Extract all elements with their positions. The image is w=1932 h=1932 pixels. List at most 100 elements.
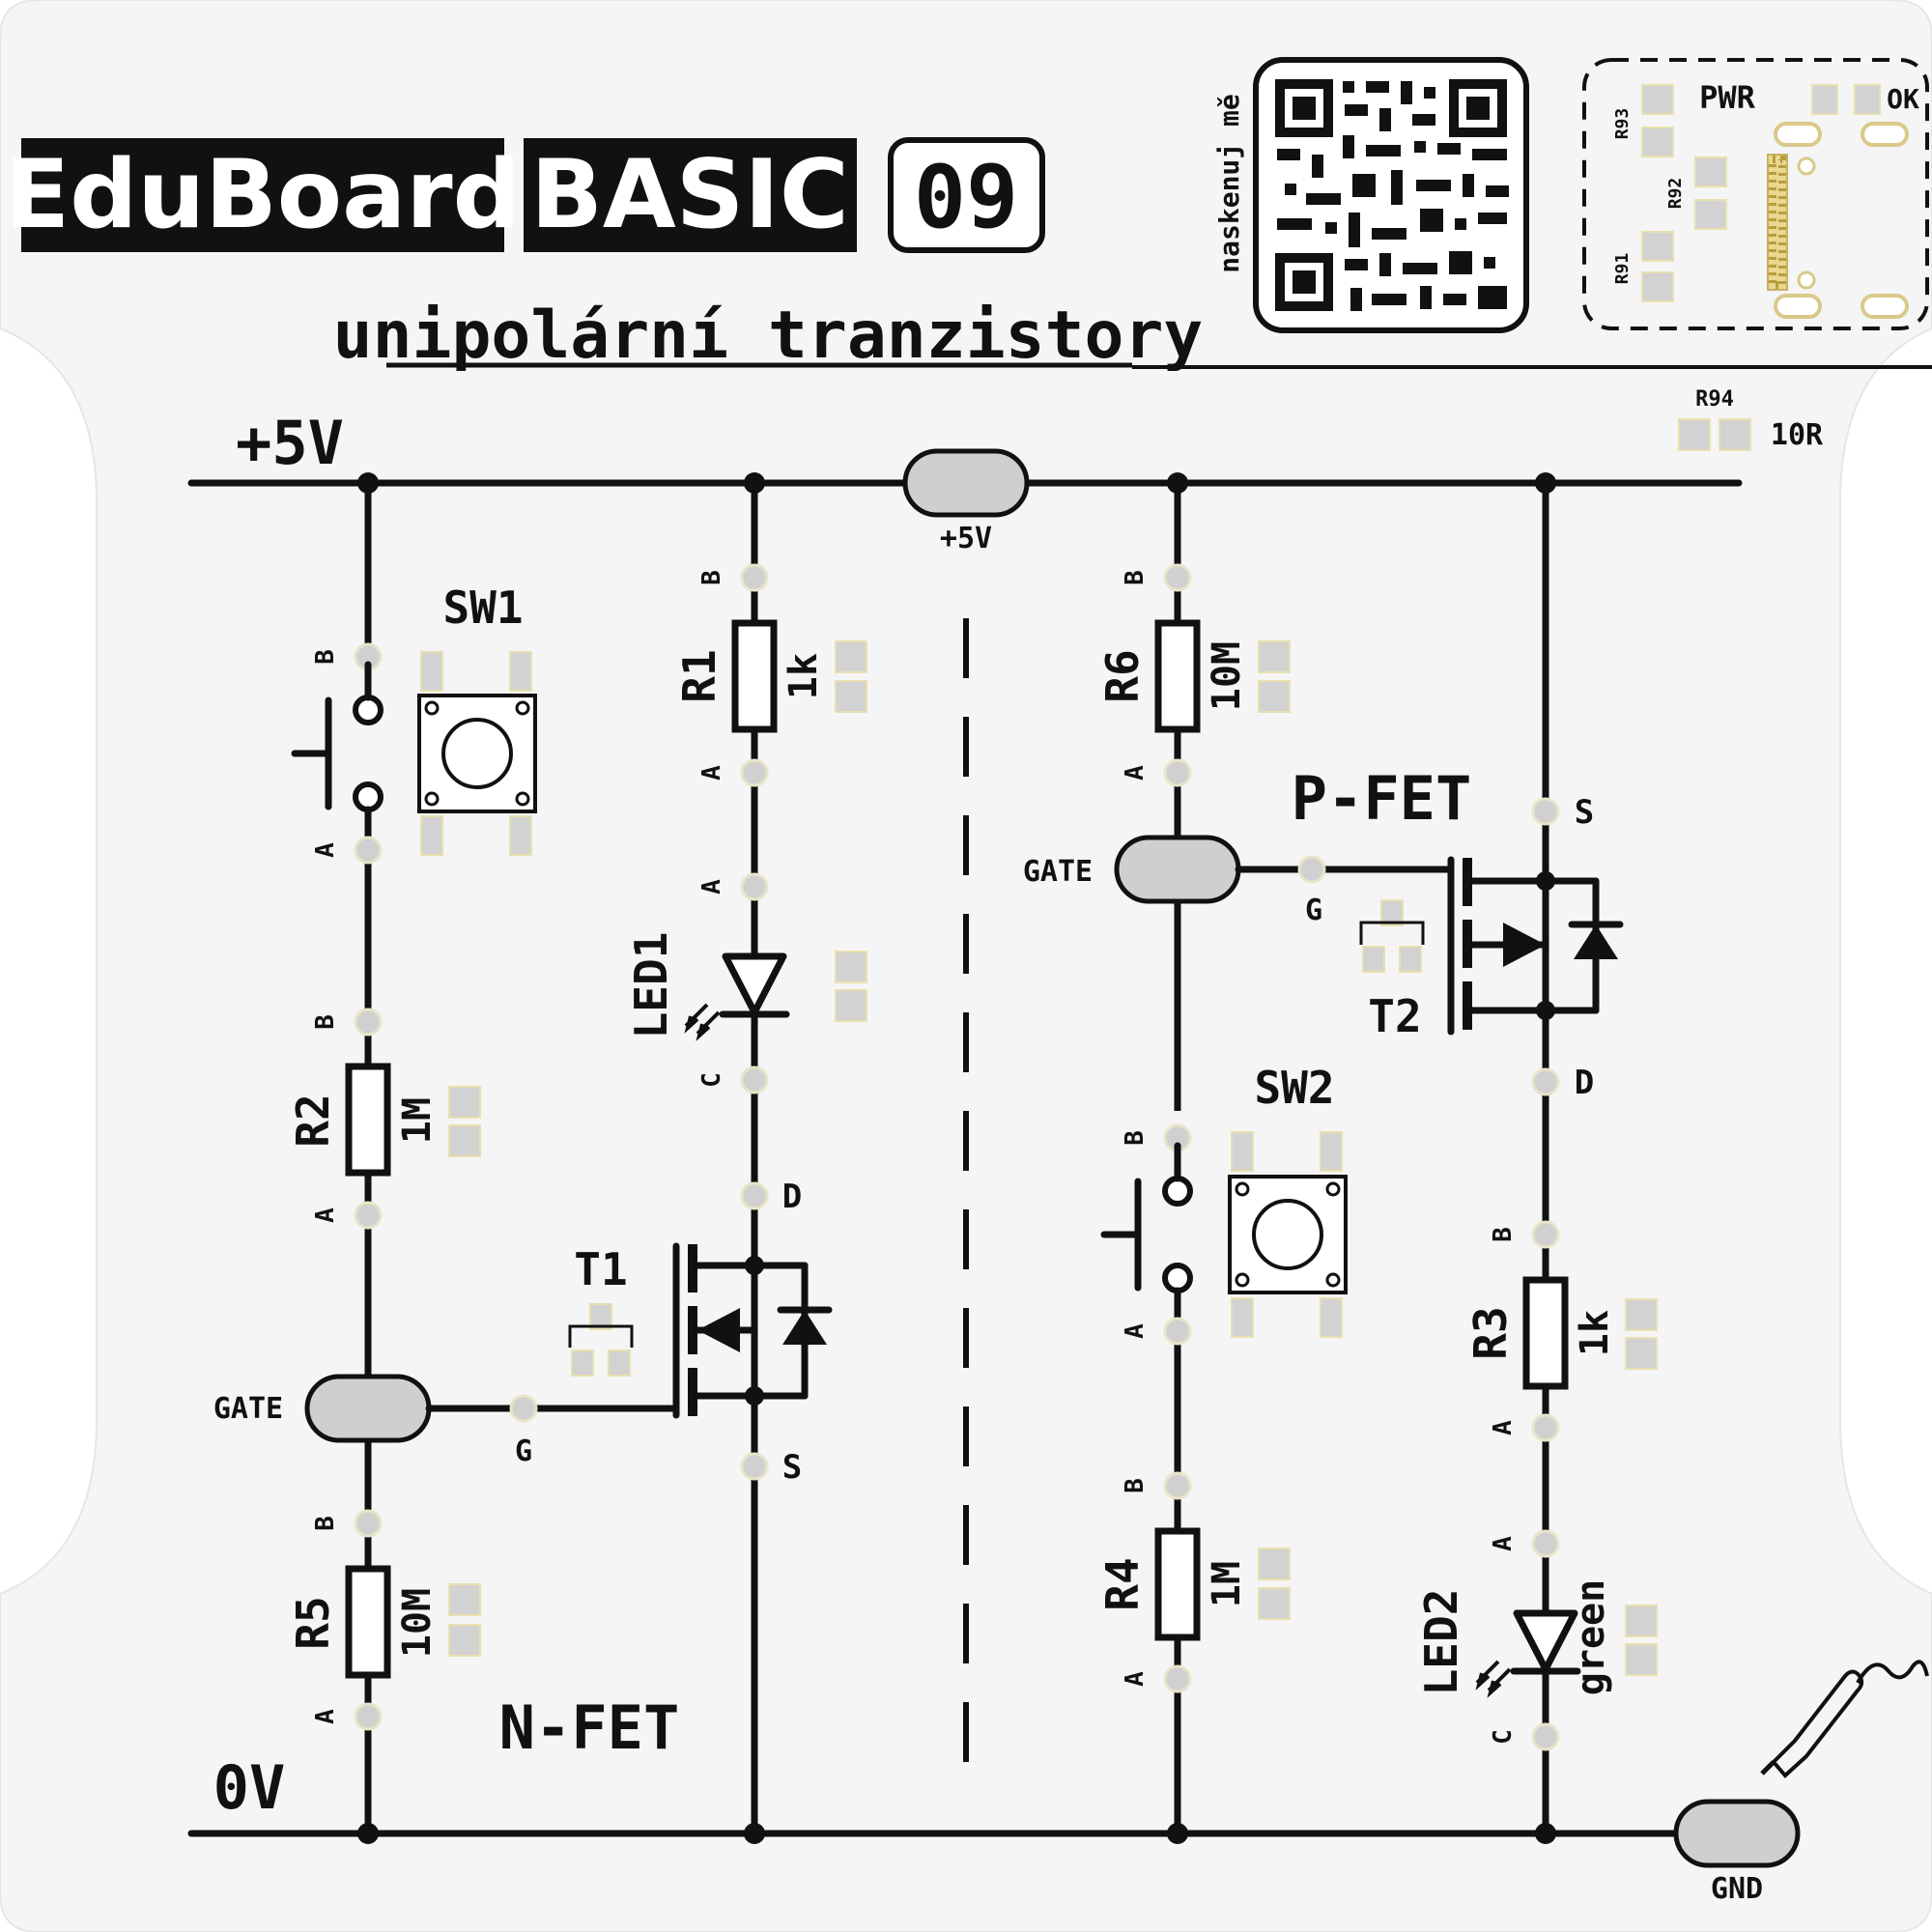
led1-label: LED1: [625, 932, 677, 1039]
jumper-gnd-label: GND: [1711, 1872, 1763, 1906]
pwr-label: PWR: [1699, 79, 1756, 116]
sw2-label: SW2: [1254, 1062, 1334, 1114]
r6-pin-a-label: A: [1121, 765, 1150, 781]
t1-pin-s: [740, 1452, 769, 1481]
sw1-contact-top: [353, 695, 384, 725]
r1-pin-a-label: A: [697, 765, 726, 781]
sw2-pin-a: [1163, 1317, 1192, 1346]
pwr-led-pad-2: [1854, 84, 1881, 115]
led2-pad-1: [1625, 1605, 1658, 1637]
series-text: BASIC: [530, 140, 849, 250]
r4-pin-b-label: B: [1121, 1478, 1150, 1493]
sw1-pin-a-label: A: [311, 842, 340, 858]
r3-pin-b: [1531, 1220, 1560, 1249]
t2-pin-g-label: G: [1305, 894, 1322, 927]
sw2-footprint[interactable]: [1228, 1131, 1348, 1338]
r3-pad-1: [1625, 1298, 1658, 1331]
sw1-footprint[interactable]: [417, 651, 537, 856]
ok-label: OK: [1887, 83, 1919, 115]
r5-label: R5: [287, 1596, 339, 1649]
r91-pad-2: [1641, 271, 1674, 302]
r5-value: 10M: [395, 1588, 440, 1658]
r4-body: [1154, 1527, 1201, 1641]
subtitle: unipolární tranzistory: [333, 298, 1204, 374]
t2-label: T2: [1368, 990, 1421, 1042]
r3-value: 1k: [1573, 1310, 1617, 1356]
r1-pin-b: [740, 563, 769, 592]
number-text: 09: [914, 147, 1018, 248]
t1-nfet-symbol: [672, 1242, 833, 1419]
pwr-block-outline: [1582, 58, 1929, 330]
jumper-5v[interactable]: [902, 448, 1030, 518]
led2-label: LED2: [1415, 1589, 1467, 1696]
t1-pin-g: [509, 1394, 538, 1423]
t2-pfet-symbol: [1447, 856, 1624, 1036]
node-dot: [1535, 1823, 1556, 1844]
gate-jumper-left[interactable]: [304, 1374, 432, 1443]
r3-pin-a-label: A: [1489, 1420, 1518, 1435]
led2-pin-a: [1531, 1529, 1560, 1558]
sw2-contact-bottom: [1162, 1263, 1193, 1293]
usb-connector-icon: [1767, 122, 1909, 319]
r2-pin-a: [354, 1201, 383, 1230]
t2-pin-g: [1297, 855, 1326, 884]
rail-top-label: +5V: [236, 408, 344, 478]
node-dot: [744, 472, 765, 494]
led1-pin-a: [740, 872, 769, 901]
jumper-5v-label: +5V: [940, 522, 992, 555]
sw1-pin-b-label: B: [311, 649, 340, 665]
r6-pad-1: [1258, 640, 1291, 673]
r6-label: R6: [1096, 649, 1149, 702]
led2-color: green: [1569, 1579, 1613, 1695]
jumper-gnd[interactable]: [1673, 1799, 1801, 1868]
led2-pad-2: [1625, 1643, 1658, 1676]
number-box: [888, 137, 1045, 253]
r1-value: 1k: [781, 653, 826, 699]
led2-pin-c: [1531, 1722, 1560, 1751]
r5-body: [345, 1565, 391, 1679]
r94-pad-1: [1678, 418, 1711, 451]
r2-pin-a-label: A: [311, 1208, 340, 1223]
r2-pin-b: [354, 1008, 383, 1037]
led2-pin-c-label: C: [1489, 1729, 1518, 1745]
node-dot: [1167, 472, 1188, 494]
led1-pin-c-label: C: [697, 1072, 726, 1088]
t2-footprint: [1359, 899, 1425, 973]
r1-body: [731, 619, 778, 733]
rail-bottom-label: 0V: [213, 1752, 286, 1823]
brand-box: [21, 138, 504, 252]
r5-pin-a-label: A: [311, 1709, 340, 1724]
r4-pin-a-label: A: [1121, 1671, 1150, 1687]
led1-pad-2: [835, 989, 867, 1022]
r3-body: [1522, 1276, 1569, 1390]
r1-pad-1: [835, 640, 867, 673]
pfet-label: P-FET: [1292, 763, 1472, 834]
gate-right-label: GATE: [1023, 855, 1093, 889]
r2-pad-2: [448, 1124, 481, 1157]
sw2-pin-b-label: B: [1121, 1130, 1150, 1146]
node-dot: [357, 472, 379, 494]
r92-pad-2: [1694, 199, 1727, 230]
t2-pin-s-label: S: [1575, 793, 1594, 832]
t1-label: T1: [574, 1243, 627, 1295]
gate-jumper-right[interactable]: [1114, 835, 1241, 904]
r4-pad-1: [1258, 1548, 1291, 1580]
r6-pad-2: [1258, 680, 1291, 713]
led1-diode-icon: [684, 952, 790, 1041]
r3-pad-2: [1625, 1337, 1658, 1370]
t2-pin-d: [1531, 1067, 1560, 1096]
r93-label: R93: [1612, 108, 1633, 140]
r5-pin-a: [354, 1702, 383, 1731]
r5-pad-1: [448, 1583, 481, 1616]
node-dot: [357, 1823, 379, 1844]
r93-pad-1: [1641, 84, 1674, 115]
r4-pin-a: [1163, 1664, 1192, 1693]
r94-value: 10R: [1771, 418, 1824, 452]
qr-code-icon[interactable]: [1273, 77, 1509, 313]
r2-value: 1M: [395, 1097, 440, 1144]
r2-pin-b-label: B: [311, 1014, 340, 1030]
r91-label: R91: [1612, 253, 1633, 285]
r91-pad-1: [1641, 231, 1674, 262]
r6-body: [1154, 619, 1201, 733]
